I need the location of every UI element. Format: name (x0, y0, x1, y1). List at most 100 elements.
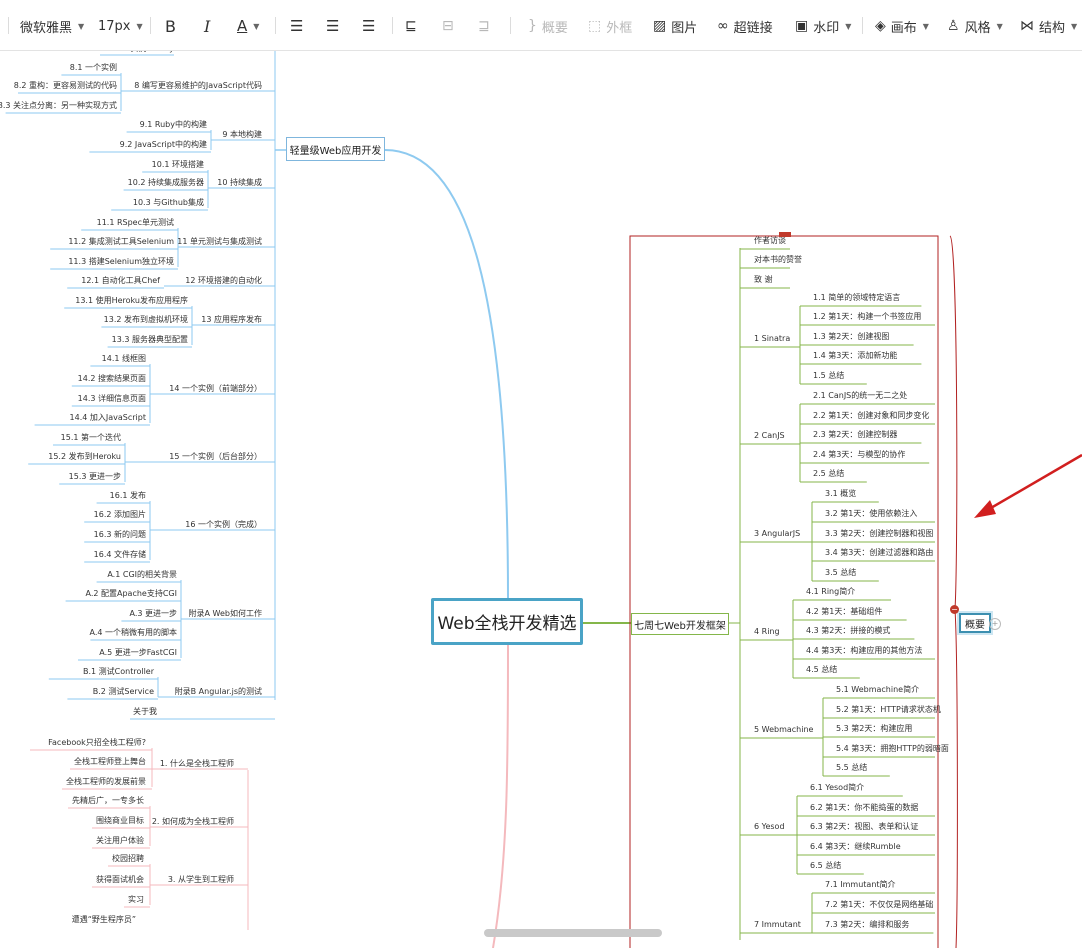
section-topic[interactable]: A.1 CGI的相关背景 (107, 570, 177, 579)
section-topic[interactable]: 5.2 第1天：HTTP请求状态机 (836, 705, 941, 714)
section-topic[interactable]: 实习 (128, 895, 144, 904)
section-topic[interactable]: 3.5 总结 (825, 568, 857, 577)
frame-button[interactable]: ⬚外框 (588, 14, 632, 38)
chapter-topic[interactable]: 13 应用程序发布 (201, 315, 262, 324)
summary-node[interactable]: 概要 (959, 613, 991, 633)
section-topic[interactable]: B.2 测试Service (92, 687, 154, 696)
section-topic[interactable]: 8.3 关注点分离：另一种实现方式 (0, 101, 117, 110)
section-topic[interactable]: A.3 更进一步 (129, 609, 177, 618)
section-topic[interactable]: 围绕商业目标 (96, 816, 144, 825)
section-topic[interactable]: 16.4 文件存储 (93, 550, 146, 559)
topic-label[interactable]: 关于我 (133, 707, 157, 716)
section-topic[interactable]: 3.4 第3天：创建过滤器和路由 (825, 548, 934, 557)
section-topic[interactable]: 13.1 使用Heroku发布应用程序 (75, 296, 188, 305)
horizontal-scrollbar[interactable] (484, 929, 662, 937)
section-topic[interactable]: 11.1 RSpec单元测试 (96, 218, 174, 227)
section-topic[interactable]: 6.3 第2天：视图、表单和认证 (810, 822, 919, 831)
section-topic[interactable]: 7.2 第1天：不仅仅是网络基础 (825, 900, 934, 909)
align-center-icon[interactable]: ☰ (326, 17, 340, 35)
structure-button[interactable]: ⋈结构▼ (1020, 14, 1077, 38)
chapter-topic[interactable]: 12 环境搭建的自动化 (185, 276, 262, 285)
section-topic[interactable]: A.5 更进一步FastCGI (99, 648, 177, 657)
section-topic[interactable]: 8.2 重构：更容易测试的代码 (13, 81, 117, 90)
section-topic[interactable]: 全栈工程师登上舞台 (74, 757, 146, 766)
section-topic[interactable]: 6.5 总结 (810, 861, 842, 870)
branch-light-web[interactable]: 轻量级Web应用开发 (286, 137, 385, 161)
section-topic[interactable]: 4.1 Ring简介 (806, 587, 856, 596)
topic-label[interactable]: 致 谢 (754, 275, 773, 284)
section-topic[interactable]: 2.1 CanJS的统一无二之处 (813, 391, 908, 400)
section-topic[interactable]: 6.1 Yesod简介 (810, 783, 865, 792)
section-topic[interactable]: 1.4 第3天：添加新功能 (813, 351, 898, 360)
insert-parent-icon[interactable]: ⊒ (478, 18, 490, 34)
section-topic[interactable]: 15.1 第一个迭代 (60, 433, 121, 442)
section-topic[interactable]: 7.1 Immutant简介 (825, 880, 896, 889)
section-topic[interactable]: 5.3 第2天：构建应用 (836, 724, 913, 733)
font-size-select[interactable]: 17px▼ (98, 14, 143, 38)
section-topic[interactable]: 10.2 持续集成服务器 (127, 178, 204, 187)
chapter-topic[interactable]: 1 Sinatra (754, 334, 791, 343)
canvas-button[interactable]: ◈画布▼ (875, 14, 929, 38)
section-topic[interactable]: 10.1 环境搭建 (151, 160, 204, 169)
section-topic[interactable]: 4.4 第3天：构建应用的其他方法 (806, 646, 923, 655)
topic-label[interactable]: 遭遇“野生程序员” (71, 915, 136, 924)
insert-child-icon[interactable]: ⊑ (405, 18, 417, 34)
section-topic[interactable]: 1.5 总结 (813, 371, 845, 380)
section-topic[interactable]: 15.3 更进一步 (68, 472, 121, 481)
section-topic[interactable]: 1.3 第2天：创建视图 (813, 332, 890, 341)
image-button[interactable]: ▨图片 (653, 14, 697, 38)
chapter-topic[interactable]: 14 一个实例（前端部分） (169, 384, 262, 393)
watermark-button[interactable]: ▣水印▼ (795, 14, 851, 38)
font-color-button[interactable]: A▼ (237, 14, 259, 38)
chapter-topic[interactable]: 8 编写更容易维护的JavaScript代码 (134, 81, 262, 90)
link-button[interactable]: ∞超链接 (717, 14, 773, 38)
frame-handle[interactable] (779, 232, 791, 237)
chapter-topic[interactable]: 16 一个实例（完成） (185, 520, 262, 529)
section-topic[interactable]: B.1 测试Controller (82, 667, 154, 676)
section-topic[interactable]: 获得面试机会 (96, 875, 144, 884)
section-topic[interactable]: 13.3 服务器典型配置 (111, 335, 188, 344)
section-topic[interactable]: 16.2 添加图片 (93, 510, 146, 519)
section-topic[interactable]: 16.1 发布 (109, 491, 146, 500)
chapter-topic[interactable]: 附录A Web如何工作 (188, 609, 262, 618)
chapter-topic[interactable]: 1. 什么是全栈工程师 (159, 759, 234, 768)
topic-label[interactable]: 7.3 实例Todolly (115, 51, 174, 54)
section-topic[interactable]: 1.2 第1天：构建一个书签应用 (813, 312, 922, 321)
section-topic[interactable]: 2.2 第1天：创建对象和同步变化 (813, 411, 930, 420)
section-topic[interactable]: A.4 一个稍微有用的脚本 (89, 628, 177, 637)
section-topic[interactable]: 全栈工程师的发展前景 (66, 777, 146, 786)
section-topic[interactable]: 14.3 详细信息页面 (77, 394, 146, 403)
section-topic[interactable]: 6.4 第3天：继续Rumble (810, 842, 901, 851)
section-topic[interactable]: 10.3 与Github集成 (132, 198, 204, 207)
section-topic[interactable]: 9.1 Ruby中的构建 (139, 120, 207, 129)
section-topic[interactable]: 7.3 第2天：编排和服务 (825, 920, 910, 929)
section-topic[interactable]: 4.3 第2天：拼接的模式 (806, 626, 891, 635)
section-topic[interactable]: 9.2 JavaScript中的构建 (119, 140, 207, 149)
section-topic[interactable]: 4.2 第1天：基础组件 (806, 607, 883, 616)
chapter-topic[interactable]: 附录B Angular.js的测试 (174, 687, 262, 696)
style-button[interactable]: ♙风格▼ (947, 14, 1003, 38)
section-topic[interactable]: 14.2 搜索结果页面 (77, 374, 146, 383)
section-topic[interactable]: 14.4 加入JavaScript (69, 413, 146, 422)
section-topic[interactable]: 校园招聘 (112, 854, 144, 863)
section-topic[interactable]: 3.1 概览 (825, 489, 857, 498)
section-topic[interactable]: 5.1 Webmachine简介 (836, 685, 920, 694)
section-topic[interactable]: Facebook只招全栈工程师? (48, 738, 146, 747)
section-topic[interactable]: 8.1 一个实例 (69, 63, 117, 72)
chapter-topic[interactable]: 2. 如何成为全栈工程师 (151, 817, 234, 826)
root-topic[interactable]: Web全栈开发精选 (431, 598, 583, 645)
section-topic[interactable]: A.2 配置Apache支持CGI (85, 589, 178, 598)
chapter-topic[interactable]: 11 单元测试与集成测试 (177, 237, 262, 246)
section-topic[interactable]: 5.5 总结 (836, 763, 868, 772)
section-topic[interactable]: 16.3 新的问题 (93, 530, 146, 539)
summary-button[interactable]: }概要 (528, 14, 568, 38)
add-node-icon[interactable]: + (989, 618, 1001, 630)
insert-sibling-icon[interactable]: ⊟ (442, 18, 454, 34)
section-topic[interactable]: 11.2 集成测试工具Selenium (68, 237, 174, 246)
section-topic[interactable]: 11.3 搭建Selenium独立环境 (68, 257, 174, 266)
section-topic[interactable]: 2.5 总结 (813, 469, 845, 478)
chapter-topic[interactable]: 4 Ring (754, 627, 780, 636)
section-topic[interactable]: 14.1 线框图 (101, 354, 146, 363)
chapter-topic[interactable]: 5 Webmachine (754, 725, 814, 734)
section-topic[interactable]: 12.1 自动化工具Chef (81, 276, 160, 285)
